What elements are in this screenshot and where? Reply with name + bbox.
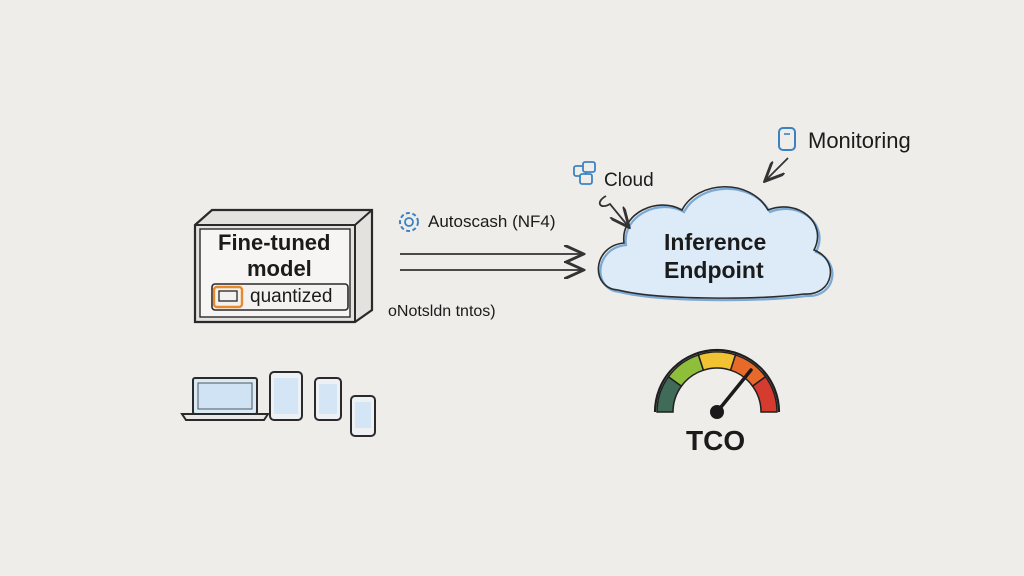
gauge-segment [751,375,778,413]
cloud-title-line1: Inference [664,229,767,255]
cloud-shape [597,185,834,302]
monitoring-label: Monitoring [808,128,911,153]
gauge-segment [697,351,737,372]
quantized-tag [211,283,349,311]
cloud-label: Cloud [604,170,654,191]
model-box [193,208,374,324]
cloud-services-icon [573,161,596,185]
laptop-icon [180,377,270,421]
tablet-small-icon [314,377,342,421]
cloud-title-line2: Endpoint [664,257,764,283]
tco-label: TCO [686,425,746,456]
arrow-top-label: Autoscash (NF4) [428,212,556,231]
monitoring-icon [778,127,796,151]
phone-icon [350,395,376,437]
gauge-segment [667,353,705,388]
gauge-hub [710,405,724,419]
arrow-bottom-label: oNotsldn tntos) [388,303,496,320]
quantized-label: quantized [250,286,333,307]
model-title-line1: Fine-tuned [218,230,331,255]
cloud-pointer-arrow [598,195,628,226]
tco-gauge [653,348,781,419]
model-title-line2: model [247,256,312,281]
gauge-needle [715,368,753,414]
monitoring-arrow [766,157,789,180]
gear-icon [399,212,419,232]
tablet-icon [269,371,303,421]
